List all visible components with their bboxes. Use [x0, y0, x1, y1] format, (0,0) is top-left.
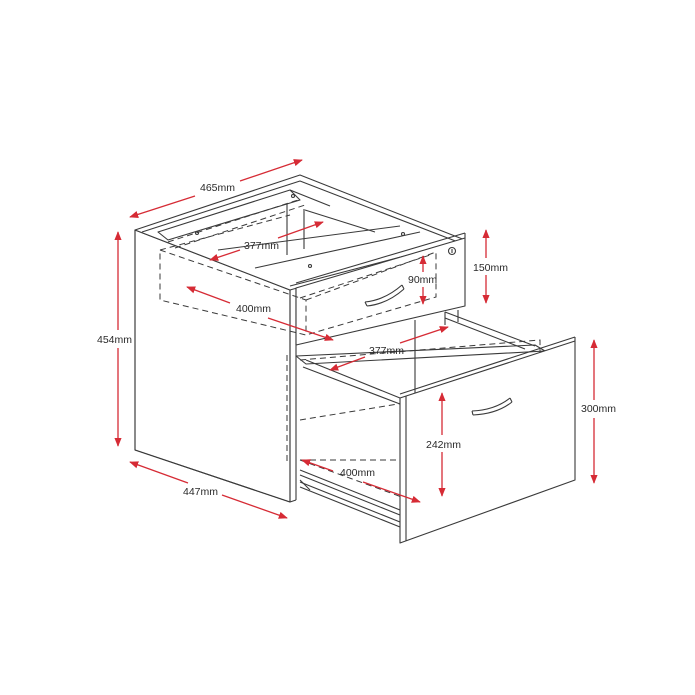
dim-bottom-drawer-width: 377mm [329, 326, 449, 371]
dim-top-drawer-height: 90mm [408, 255, 437, 305]
bottom-drawer [286, 310, 576, 544]
dim-label-bottom-drawer-depth: 400mm [340, 467, 375, 479]
dim-overall-height: 454mm [97, 231, 132, 447]
dim-overall-width: 465mm [129, 159, 303, 218]
dim-label-top-drawer-front: 150mm [473, 262, 508, 274]
handle-icon [364, 284, 405, 307]
dim-bottom-drawer-front: 300mm [581, 339, 616, 484]
dim-label-overall-height: 454mm [97, 334, 132, 346]
dim-top-drawer-front: 150mm [473, 229, 508, 304]
dim-bottom-drawer-height: 242mm [426, 392, 461, 497]
dim-label-overall-width: 465mm [200, 182, 235, 194]
dim-top-drawer-depth: 400mm [186, 286, 334, 341]
dim-top-drawer-width: 377mm [209, 221, 324, 261]
dim-label-top-drawer-height: 90mm [408, 274, 437, 286]
dim-label-top-drawer-width: 377mm [244, 240, 279, 252]
dim-label-bottom-drawer-height: 242mm [426, 439, 461, 451]
lock-icon [447, 246, 457, 256]
handle-icon [471, 397, 513, 416]
dim-label-bottom-drawer-front: 300mm [581, 403, 616, 415]
dim-label-top-drawer-depth: 400mm [236, 303, 271, 315]
dim-label-overall-depth: 447mm [183, 486, 218, 498]
dim-overall-depth: 447mm [129, 461, 288, 519]
dim-bottom-drawer-depth: 400mm [301, 459, 421, 503]
dim-label-bottom-drawer-width: 377mm [369, 345, 404, 357]
